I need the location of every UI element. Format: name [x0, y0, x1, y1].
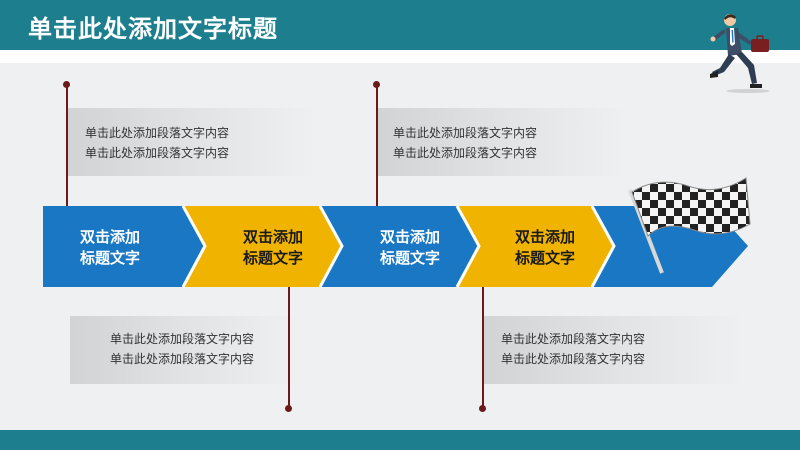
step-3-label: 双击添加 标题文字: [365, 227, 455, 269]
callout-box-1: [67, 108, 317, 176]
callout-1-text: 单击此处添加段落文字内容 单击此处添加段落文字内容: [85, 123, 229, 163]
arrow-step-1: [43, 206, 205, 287]
checkered-flag-icon: [628, 177, 751, 274]
step-1-label: 双击添加 标题文字: [65, 227, 155, 269]
step-1-label-line2[interactable]: 标题文字: [79, 249, 140, 267]
arrow-step-2: [183, 206, 342, 287]
callout-3-line2[interactable]: 单击此处添加段落文字内容: [393, 146, 538, 160]
callout-2-line1[interactable]: 单击此处添加段落文字内容: [110, 332, 255, 346]
step-2-label: 双击添加 标题文字: [228, 227, 318, 269]
callout-4-line1[interactable]: 单击此处添加段落文字内容: [501, 332, 646, 346]
callout-4-line2[interactable]: 单击此处添加段落文字内容: [501, 352, 646, 366]
callout-3-text: 单击此处添加段落文字内容 单击此处添加段落文字内容: [393, 123, 537, 163]
connector-line-2: [288, 287, 290, 408]
step-4-label-line1[interactable]: 双击添加: [514, 228, 575, 246]
header-underline: [0, 50, 800, 63]
callout-box-3: [377, 108, 627, 176]
connector-dot-2: [285, 405, 292, 412]
callout-3-line1[interactable]: 单击此处添加段落文字内容: [393, 126, 538, 140]
callout-1-line2[interactable]: 单击此处添加段落文字内容: [85, 146, 230, 160]
callout-box-2: [70, 316, 300, 384]
connector-dot-3: [373, 81, 380, 88]
connector-line-1: [66, 84, 68, 206]
callout-2-text: 单击此处添加段落文字内容 单击此处添加段落文字内容: [110, 329, 254, 369]
step-4-label: 双击添加 标题文字: [500, 227, 590, 269]
callout-4-text: 单击此处添加段落文字内容 单击此处添加段落文字内容: [501, 329, 645, 369]
arrow-step-3: [320, 206, 479, 287]
connector-dot-1: [63, 81, 70, 88]
connector-line-3: [376, 84, 378, 206]
step-3-label-line2[interactable]: 标题文字: [379, 249, 440, 267]
callout-1-line1[interactable]: 单击此处添加段落文字内容: [85, 126, 230, 140]
callout-box-4: [483, 316, 743, 384]
connector-dot-4: [479, 405, 486, 412]
step-2-label-line2[interactable]: 标题文字: [242, 249, 303, 267]
callout-2-line2[interactable]: 单击此处添加段落文字内容: [110, 352, 255, 366]
runner-businessman-icon: [710, 14, 770, 93]
step-1-label-line1[interactable]: 双击添加: [79, 228, 140, 246]
connector-line-4: [482, 287, 484, 408]
step-3-label-line1[interactable]: 双击添加: [379, 228, 440, 246]
page-title[interactable]: 单击此处添加文字标题: [28, 15, 278, 43]
header-bar: [0, 0, 800, 50]
step-2-label-line1[interactable]: 双击添加: [242, 228, 303, 246]
footer-bar: [0, 430, 800, 450]
arrow-step-4: [457, 206, 614, 287]
step-4-label-line2[interactable]: 标题文字: [514, 249, 575, 267]
